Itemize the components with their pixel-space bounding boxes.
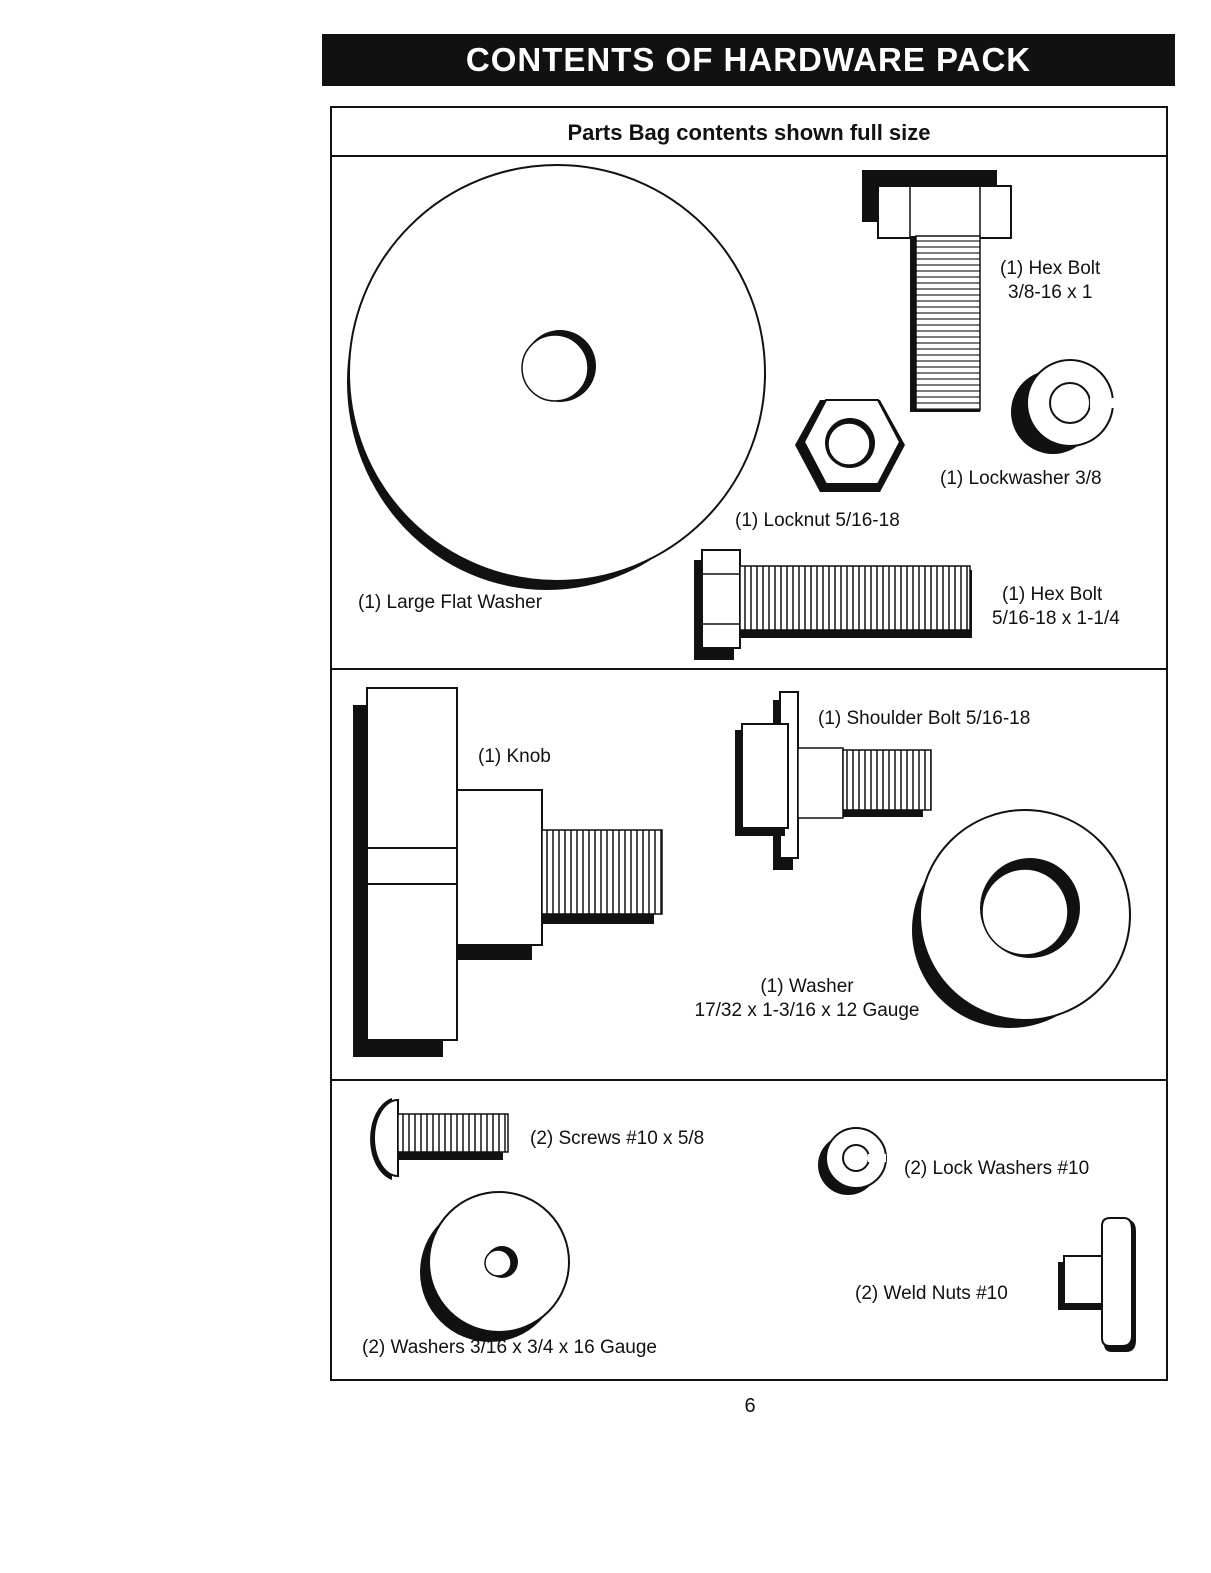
shoulder-bolt-illustration [735,691,932,870]
washer-illustration [912,809,1131,1028]
part-name: (1) Hex Bolt [1000,258,1101,279]
small-washers-label: (2) Washers 3/16 x 3/4 x 16 Gauge [362,1337,658,1358]
weld-nut-illustration [1058,1217,1136,1352]
knob-label: (1) Knob [478,746,551,767]
hex-bolt-small-illustration [694,549,972,660]
weld-nuts-label: (2) Weld Nuts #10 [855,1283,1008,1304]
parts-panel [330,106,1168,1381]
screws-label: (2) Screws #10 x 5/8 [530,1128,705,1149]
part-size: 17/32 x 1-3/16 x 12 Gauge [694,1000,920,1021]
knob-illustration [353,687,663,1057]
small-washer-illustration [420,1191,570,1342]
divider [332,1079,1166,1081]
hex-bolt-large-label: (1) Hex Bolt 3/8-16 x 1 [1000,257,1100,305]
part-size: 3/8-16 x 1 [1008,282,1093,303]
large-flat-washer-label: (1) Large Flat Washer [358,592,543,613]
locknut-label: (1) Locknut 5/16-18 [735,510,900,531]
part-name: (1) Washer [760,976,854,997]
lockwasher-label: (1) Lockwasher 3/8 [940,468,1102,489]
part-name: (1) Hex Bolt [1002,584,1103,605]
panel-subtitle: Parts Bag contents shown full size [567,120,931,145]
part-size: 5/16-18 x 1-1/4 [992,608,1120,629]
shoulder-bolt-label: (1) Shoulder Bolt 5/16-18 [818,708,1031,729]
divider [332,155,1166,157]
page-number: 6 [744,1395,756,1417]
lock-washers-label: (2) Lock Washers #10 [904,1158,1090,1179]
hex-bolt-large-illustration [862,170,1012,412]
locknut-illustration [795,399,905,492]
lockwasher-illustration [1011,359,1116,454]
washer-label: (1) Washer 17/32 x 1-3/16 x 12 Gauge [672,975,942,1023]
large-flat-washer-illustration [347,164,766,590]
lock-washer-small-illustration [818,1127,887,1195]
hex-bolt-small-label: (1) Hex Bolt 5/16-18 x 1-1/4 [992,583,1120,631]
divider [332,668,1166,670]
screw-illustration [370,1098,509,1180]
page-title: CONTENTS OF HARDWARE PACK [322,34,1175,86]
